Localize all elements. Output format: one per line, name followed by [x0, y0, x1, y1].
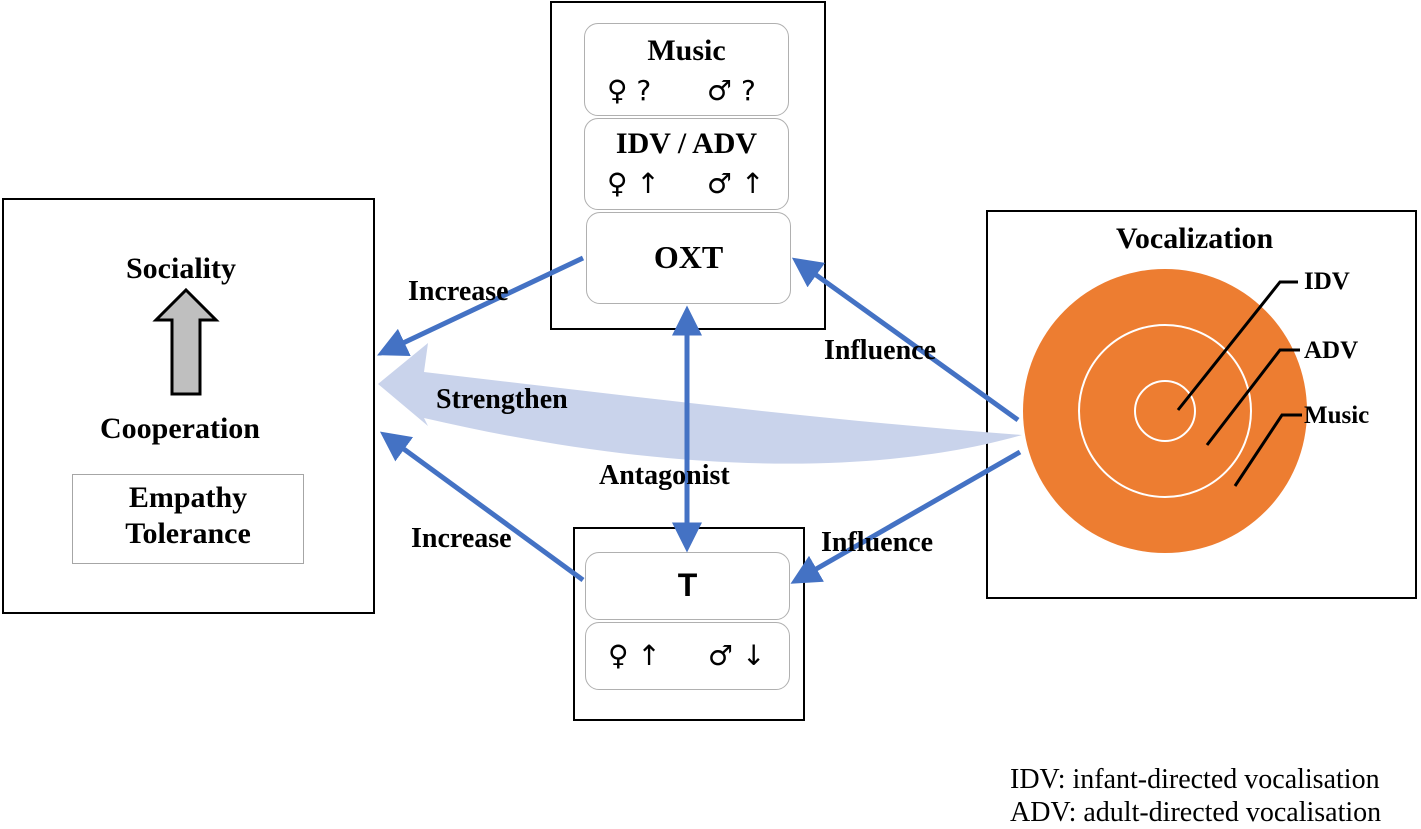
- empathy-tolerance-box: Empathy Tolerance: [72, 474, 304, 564]
- strengthen-label: Strengthen: [436, 384, 568, 415]
- idv-label: IDV: [1304, 268, 1350, 295]
- oxt-panel: OXT: [586, 212, 791, 304]
- t-male: ♂ ↓: [708, 639, 766, 672]
- adv-label: ADV: [1304, 337, 1359, 364]
- idv-adv-panel: IDV / ADV ♀ ↑ ♂ ↑: [584, 118, 789, 210]
- t-sex-panel: ♀ ↑ ♂ ↓: [585, 622, 790, 690]
- increase-top-arrow: [377, 255, 585, 356]
- legend-idv: IDV: infant-directed vocalisation: [1010, 764, 1380, 795]
- influence-top-label: Influence: [824, 335, 936, 366]
- music-female: ♀ ?: [607, 74, 652, 107]
- legend-adv: ADV: adult-directed vocalisation: [1010, 797, 1382, 828]
- antagonist-label: Antagonist: [599, 460, 730, 491]
- adv-circle: [1078, 324, 1252, 498]
- idv-adv-title: IDV / ADV: [615, 127, 758, 160]
- music-panel: Music ♀ ? ♂ ?: [584, 23, 789, 116]
- t-female: ♀ ↑: [608, 639, 661, 672]
- music-circle: [1023, 269, 1307, 553]
- idv-circle: [1134, 380, 1196, 442]
- music-male: ♂ ?: [707, 74, 756, 107]
- sociality-label: Sociality: [126, 252, 236, 285]
- idv-connector: [1176, 280, 1298, 411]
- adv-connector: [1205, 348, 1300, 446]
- music-connector: [1233, 413, 1302, 487]
- influence-top-arrow: [791, 257, 1020, 423]
- empathy-label: Empathy: [128, 481, 248, 514]
- influence-bottom-label: Influence: [821, 527, 933, 558]
- music-title: Music: [647, 34, 726, 67]
- music-label: Music: [1304, 402, 1370, 429]
- oxt-label: OXT: [653, 239, 724, 275]
- up-arrow-icon: [152, 287, 220, 396]
- sociality-box: Sociality Cooperation Empathy Tolerance: [2, 198, 375, 614]
- idv-adv-male: ♂ ↑: [707, 167, 765, 200]
- strengthen-arrow: [378, 343, 1022, 464]
- increase-top-label: Increase: [408, 276, 509, 307]
- idv-adv-female: ♀ ↑: [607, 167, 660, 200]
- t-label: T: [677, 567, 698, 603]
- tolerance-label: Tolerance: [125, 517, 251, 550]
- increase-bottom-arrow: [379, 431, 585, 583]
- vocalization-title: Vocalization: [1116, 222, 1274, 255]
- t-panel: T: [585, 552, 790, 620]
- increase-bottom-label: Increase: [411, 523, 512, 554]
- influence-bottom-arrow: [790, 449, 1022, 584]
- cooperation-label: Cooperation: [100, 412, 260, 445]
